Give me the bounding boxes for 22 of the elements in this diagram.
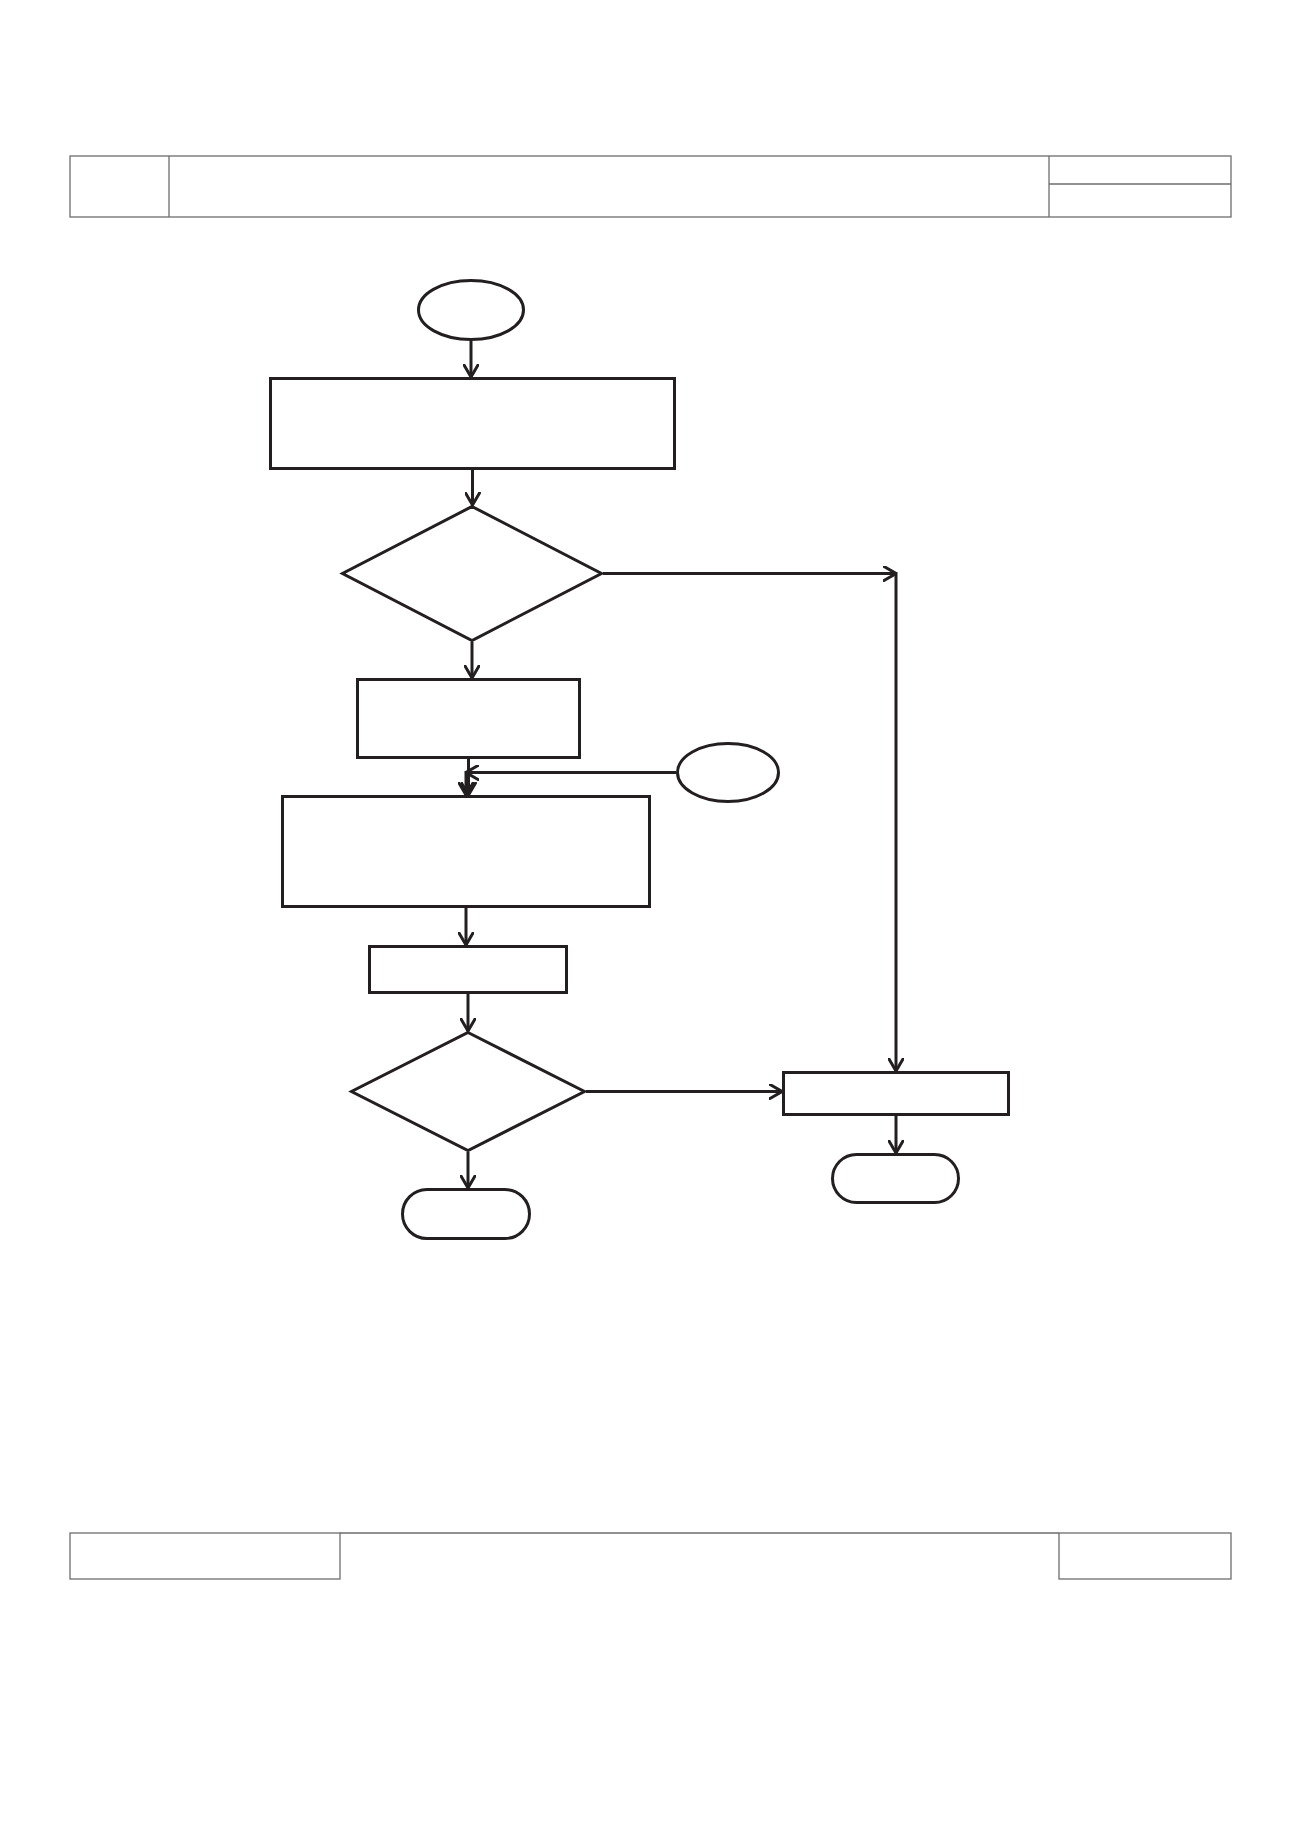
process-box	[368, 945, 568, 994]
terminal-shape	[401, 1188, 531, 1240]
arrow	[464, 470, 481, 507]
arrow	[603, 566, 904, 1071]
ellipse-shape	[676, 742, 780, 803]
arrow	[462, 341, 480, 379]
ellipse-shape	[417, 279, 525, 341]
arrow	[887, 1116, 905, 1155]
arrow	[458, 765, 676, 795]
process-box	[281, 795, 651, 908]
decision-diamond	[341, 505, 603, 642]
decision-diamond	[350, 1031, 586, 1152]
arrow	[459, 1152, 477, 1190]
arrow	[459, 994, 477, 1033]
arrow	[460, 759, 477, 797]
process-box	[269, 377, 676, 470]
process-box	[356, 678, 581, 759]
arrow	[463, 642, 481, 680]
arrow	[586, 1083, 784, 1100]
process-box	[782, 1071, 1010, 1116]
arrow	[457, 908, 475, 947]
terminal-shape	[831, 1153, 960, 1204]
